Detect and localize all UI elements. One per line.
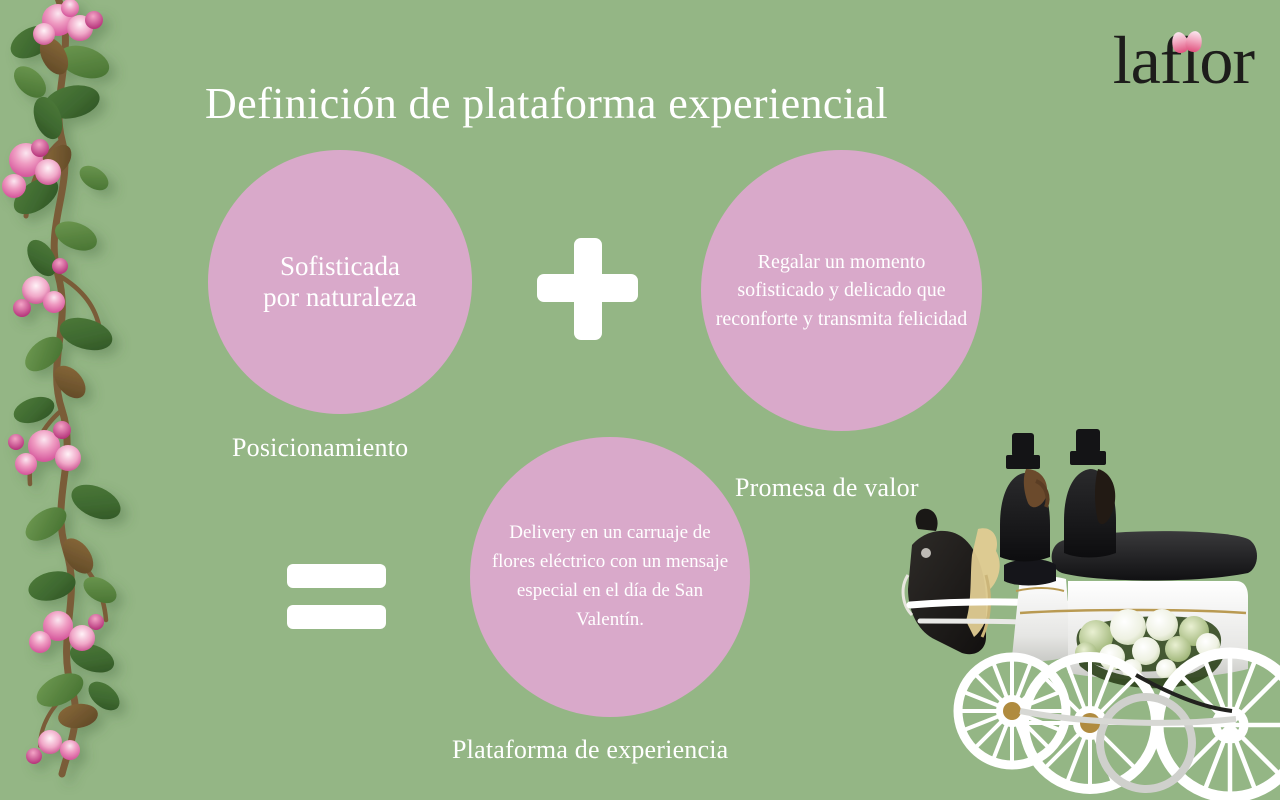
bubble-platform: Delivery en un carruaje de flores eléctr… [470,437,750,717]
horse-carriage-icon [901,429,1280,800]
page-title: Definición de plataforma experiencial [205,79,889,128]
caption-promise: Promesa de valor [735,473,919,502]
brand-logo: laflor [1064,24,1255,96]
horse-carriage-photo [900,425,1280,800]
floral-border-decoration [0,0,170,800]
bubble-platform-text: Delivery en un carruaje de flores eléctr… [491,522,729,630]
equals-top-bar [287,564,386,588]
cherry-blossom-branch-icon [2,0,121,778]
caption-platform: Plataforma de experiencia [452,735,729,764]
bubble-promise-text: Regalar un momento sofisticado y delicad… [715,250,968,330]
petal-right-icon [1183,29,1205,54]
bubble-promise: Regalar un momento sofisticado y delicad… [701,150,982,431]
plus-vertical-bar [574,238,602,340]
bubble-positioning-text: Sofisticada por naturaleza [263,250,417,312]
equals-bottom-bar [287,605,386,629]
caption-positioning: Posicionamiento [232,433,409,462]
bubble-positioning: Sofisticada por naturaleza [208,150,472,414]
flower-petals-icon [1169,29,1206,55]
plus-operator-icon [537,238,638,340]
equals-operator-icon [287,564,386,629]
